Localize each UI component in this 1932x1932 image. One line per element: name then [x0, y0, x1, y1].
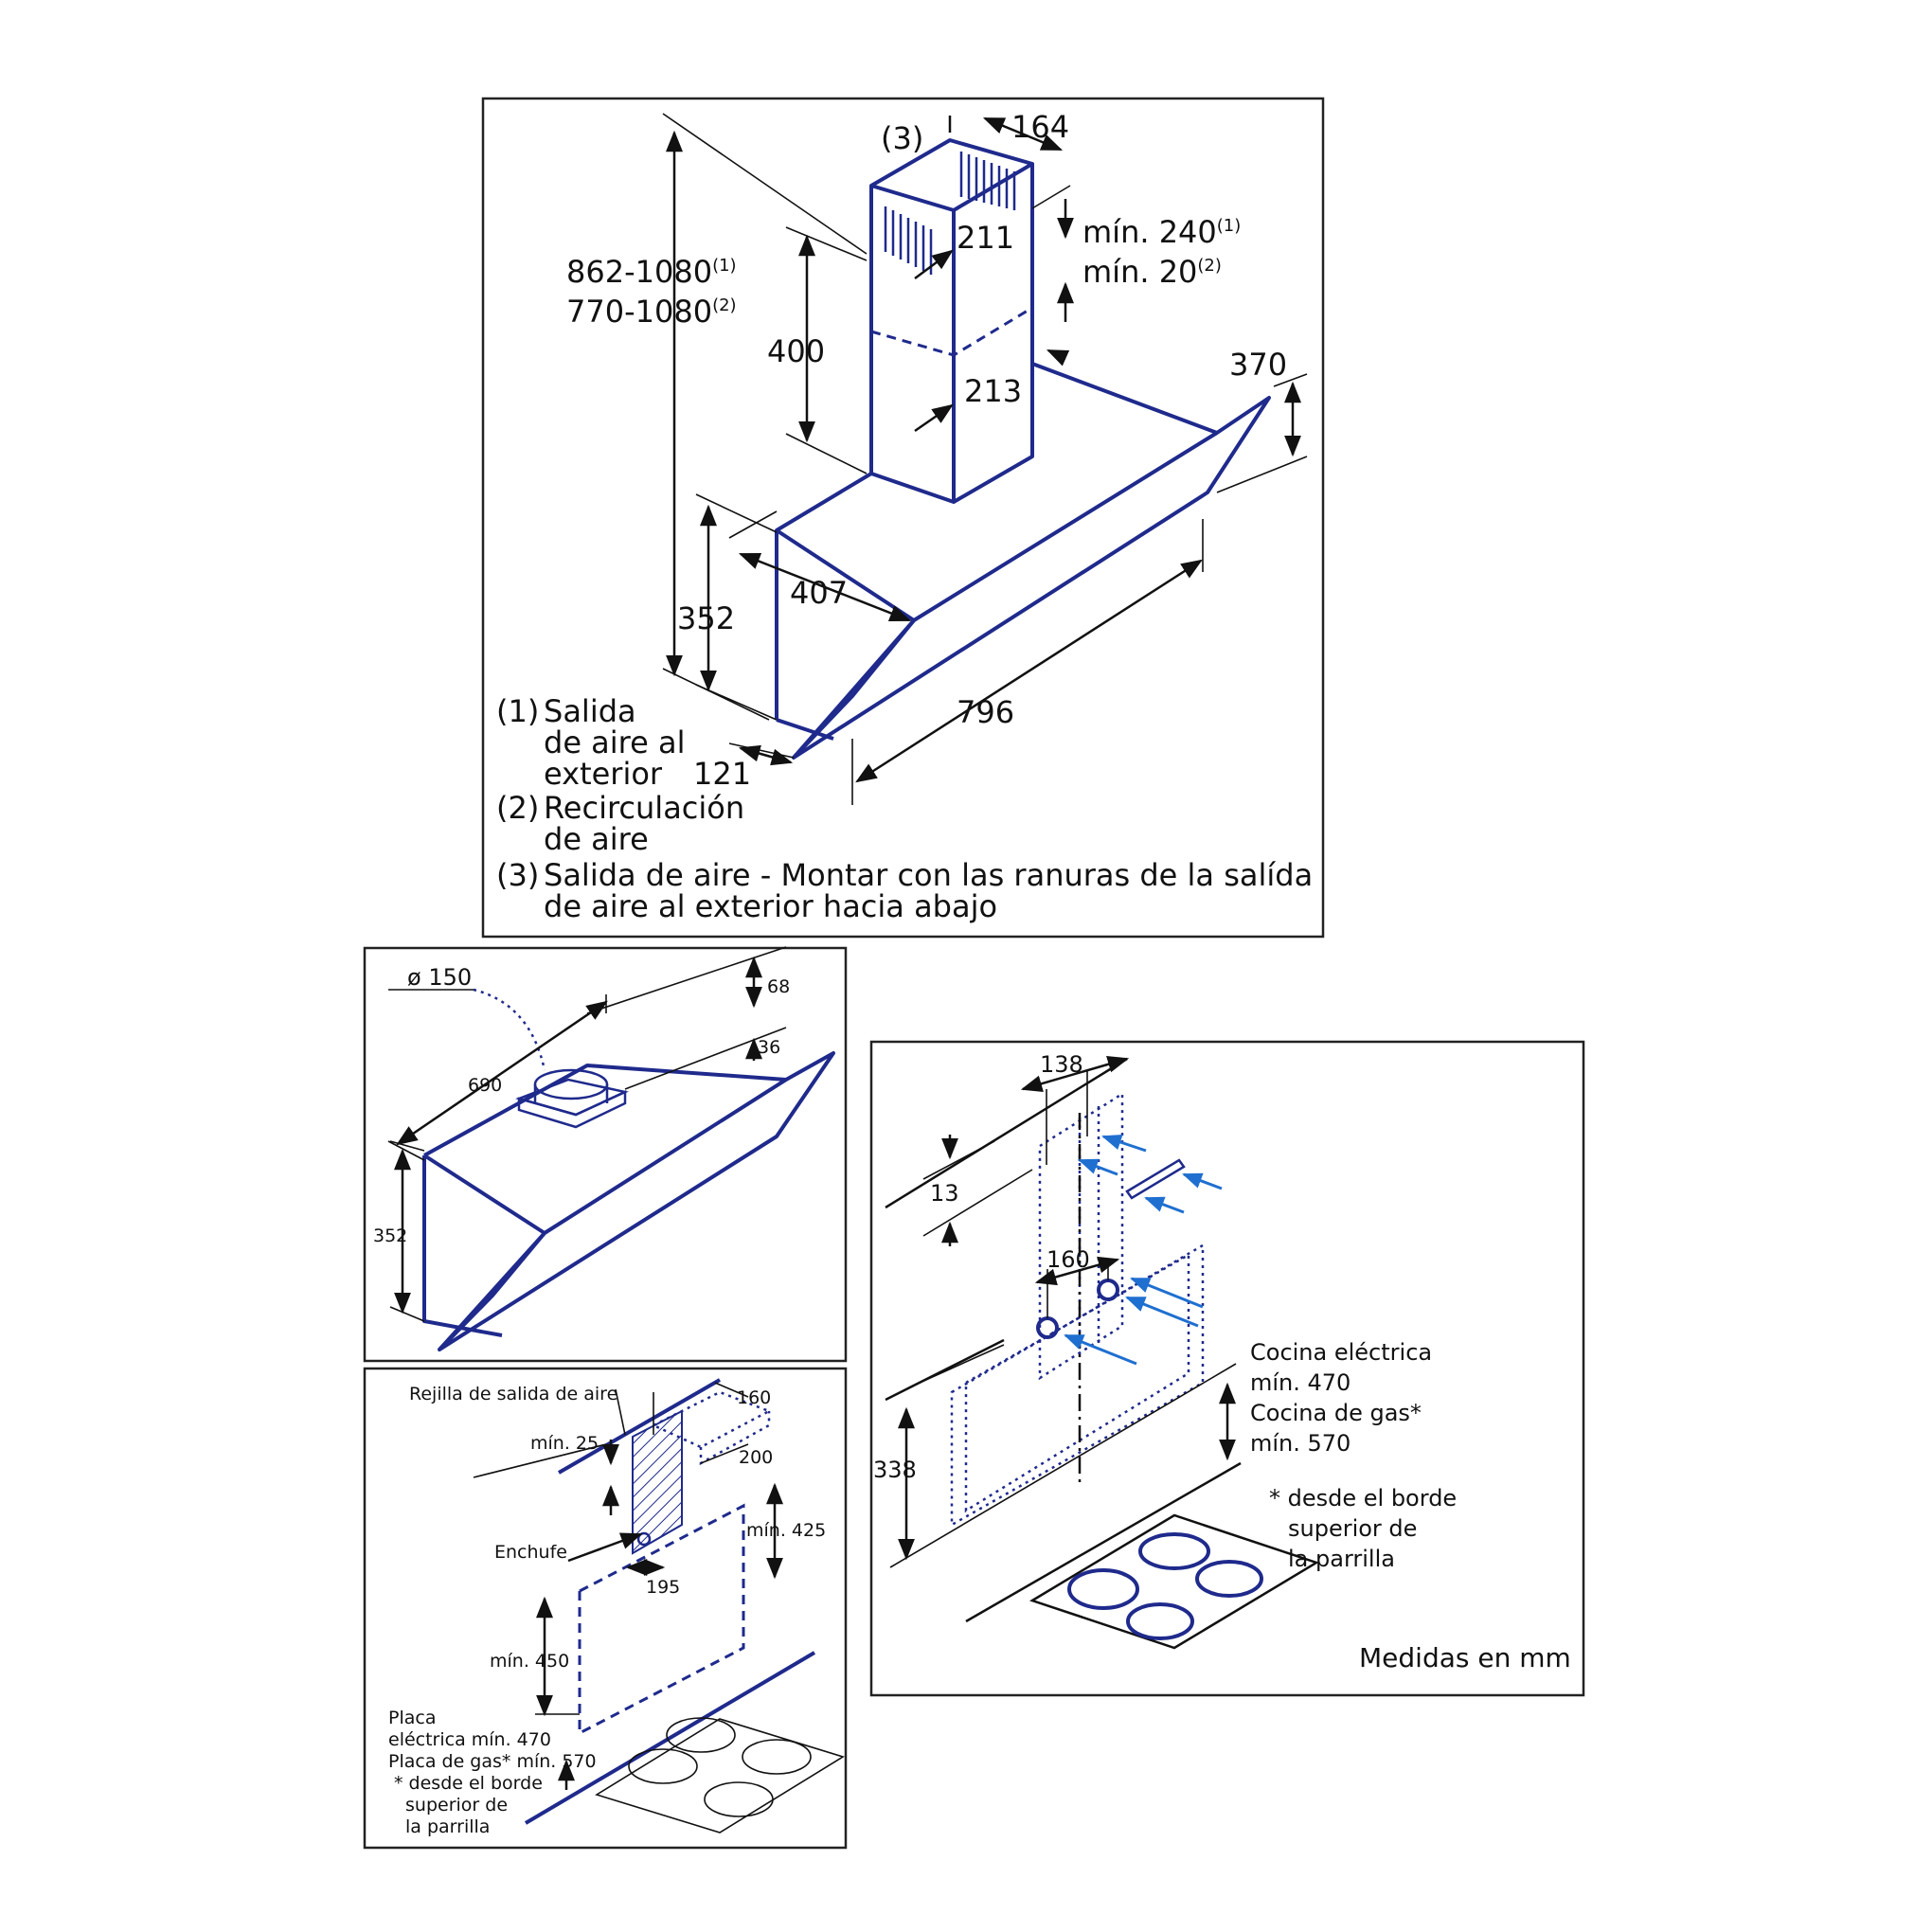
install-note-4: * desde el borde [394, 1773, 543, 1794]
mount-note-1: Cocina eléctrica [1250, 1339, 1432, 1366]
dim-370-label: 370 [1229, 347, 1287, 383]
mount-138-label: 138 [1040, 1051, 1083, 1078]
dim-68-label: 68 [767, 976, 790, 997]
dim-407-label: 407 [790, 575, 848, 611]
height-range-1: 862-1080(1) [566, 254, 737, 290]
dim-400-label: 400 [767, 333, 825, 369]
dim-121-label: 121 [693, 756, 751, 792]
legend-3-num: (3) [496, 857, 539, 893]
dim-796-label: 796 [957, 694, 1014, 730]
chimney-upper [869, 138, 1034, 355]
outlet-slots [884, 152, 1016, 275]
depth-211-label: 211 [957, 220, 1014, 256]
min-240-label: mín. 240(1) [1082, 214, 1241, 250]
label-3: (3) [881, 120, 923, 156]
legend-2-line-1: Recirculación [544, 790, 744, 826]
mount-footnote-3: la parrilla [1288, 1546, 1395, 1572]
width-164-label: 164 [1011, 109, 1069, 145]
mount-cooktop [1029, 1513, 1319, 1650]
mount-338-label: 338 [873, 1457, 917, 1483]
legend-1-line-1: Salida [544, 693, 636, 729]
dim-690-label: 690 [468, 1075, 502, 1096]
mount-note-2: mín. 470 [1250, 1369, 1351, 1396]
mount-160-label: 160 [1046, 1246, 1090, 1273]
recirc-352-label: 352 [373, 1225, 407, 1246]
recirculation-panel: ø 150 68 36 690 352 [363, 946, 848, 1363]
legend: (1) Salida de aire al exterior (2) Recir… [496, 693, 1313, 924]
main-dimension-panel: (3) 164 211 mín. 240(1) mín. 20(2) 862-1… [481, 97, 1325, 939]
height-range-2-text: 770-1080 [566, 294, 712, 330]
rail-bracket [1125, 1158, 1186, 1200]
mount-note-4: mín. 570 [1250, 1430, 1351, 1457]
socket-label: Enchufe [494, 1542, 567, 1563]
install-195-label: 195 [646, 1577, 680, 1598]
mount-dimension-lines [889, 1056, 1237, 1568]
main-dimension-lines [662, 113, 1308, 805]
install-wall-elements [473, 1378, 845, 1834]
min-450-label: mín. 450 [490, 1651, 569, 1672]
mount-note-3: Cocina de gas* [1250, 1400, 1422, 1426]
legend-2-num: (2) [496, 790, 539, 826]
dim-352-label: 352 [677, 600, 735, 636]
legend-3-line-2: de aire al exterior hacia abajo [544, 888, 997, 924]
min-240-text: mín. 240 [1082, 214, 1217, 250]
install-160-label: 160 [737, 1387, 771, 1408]
min-425-label: mín. 425 [746, 1520, 826, 1541]
min-240-sup: (1) [1217, 216, 1242, 236]
main-panel-frame [481, 97, 1325, 939]
install-note-1: Placa [388, 1708, 436, 1728]
install-dimension-lines [535, 1382, 783, 1790]
min-20-label: mín. 20(2) [1082, 254, 1222, 290]
legend-2-line-2: de aire [544, 821, 649, 857]
install-note-3: Placa de gas* mín. 570 [388, 1751, 597, 1772]
height-range-1-sup: (1) [712, 256, 737, 276]
legend-3-line-1: Salida de aire - Montar con las ranuras … [544, 857, 1313, 893]
installation-panel: Rejilla de salida de aire 160 mín. 25 20… [363, 1367, 848, 1850]
install-note: Placa eléctrica mín. 470 Placa de gas* m… [388, 1708, 597, 1837]
mounting-panel: 138 13 160 338 Cocina eléctrica mín. 470… [869, 1040, 1585, 1697]
install-note-5: superior de [405, 1795, 508, 1816]
install-note-6: la parrilla [405, 1816, 490, 1837]
socket-zone [632, 1409, 683, 1555]
dim-36-label: 36 [758, 1037, 780, 1058]
min-20-text: mín. 20 [1082, 254, 1197, 290]
min-20-sup: (2) [1197, 256, 1222, 276]
dim-213-label: 213 [964, 373, 1022, 409]
chimney-lower [869, 306, 1034, 504]
legend-1-num: (1) [496, 693, 539, 729]
legend-1-line-2: de aire al [544, 724, 685, 760]
install-200-label: 200 [739, 1447, 773, 1468]
recirc-panel-frame [363, 946, 848, 1363]
install-cooktop [595, 1718, 845, 1834]
units-label: Medidas en mm [1359, 1642, 1571, 1673]
min-25-label: mín. 25 [530, 1433, 599, 1454]
recirc-dimension-lines [387, 946, 787, 1322]
height-range-2-sup: (2) [712, 295, 737, 315]
diameter-label: ø 150 [407, 964, 472, 991]
height-range-1-text: 862-1080 [566, 254, 712, 290]
mount-wall-elements [885, 1057, 1319, 1650]
height-range-2: 770-1080(2) [566, 294, 737, 330]
mount-footnote-2: superior de [1288, 1515, 1417, 1542]
mount-note: Cocina eléctrica mín. 470 Cocina de gas*… [1250, 1339, 1457, 1572]
install-note-2: eléctrica mín. 470 [388, 1729, 551, 1750]
mount-footnote-1: * desde el borde [1269, 1485, 1457, 1512]
grille-label: Rejilla de salida de aire [409, 1384, 617, 1404]
mount-13-label: 13 [930, 1180, 959, 1207]
legend-1-line-3: exterior [544, 756, 663, 792]
